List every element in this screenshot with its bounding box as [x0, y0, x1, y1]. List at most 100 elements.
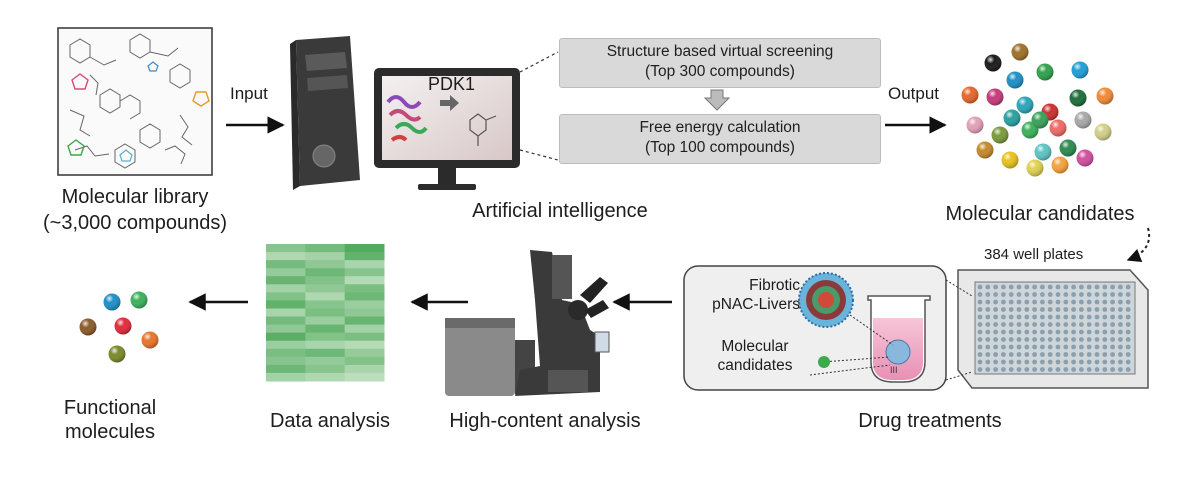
heatmap-cell — [344, 372, 385, 382]
heatmap-cell — [344, 332, 385, 342]
well — [1125, 344, 1131, 350]
well — [1040, 307, 1045, 312]
well — [1094, 292, 1100, 297]
virtual-screening-detail: (Top 300 compounds) — [645, 63, 795, 80]
functional-ball-shade — [130, 291, 148, 309]
right-arrow-icon — [440, 95, 459, 111]
well — [1102, 314, 1108, 320]
well — [1055, 322, 1061, 327]
well — [1110, 359, 1115, 365]
well — [1047, 284, 1053, 290]
well — [977, 329, 983, 335]
well — [1024, 359, 1030, 365]
well — [1086, 344, 1092, 350]
well — [1063, 352, 1069, 357]
well — [1086, 352, 1092, 357]
well — [1040, 367, 1045, 372]
input-label: Input — [230, 84, 268, 103]
well — [1055, 314, 1061, 320]
well — [1094, 337, 1100, 342]
well — [1094, 367, 1100, 372]
well — [985, 352, 991, 357]
well — [1032, 344, 1037, 350]
well — [1040, 284, 1045, 290]
heatmap-cell — [344, 276, 385, 285]
well — [1040, 344, 1045, 350]
well — [1118, 284, 1123, 290]
candidate-ball-shade — [1006, 71, 1024, 89]
heatmap-cell — [305, 356, 346, 366]
connector-dashed-top — [519, 51, 559, 73]
heatmap-cell — [344, 260, 385, 269]
well — [1032, 299, 1037, 305]
candidate-ball-shade — [1001, 151, 1019, 169]
functional-ball-shade — [114, 317, 132, 335]
well — [977, 314, 983, 320]
well — [977, 367, 983, 372]
well — [1094, 359, 1100, 365]
heatmap-cell — [344, 244, 385, 253]
well — [1016, 337, 1022, 342]
candidate-ball-shade — [1011, 43, 1029, 61]
heatmap-cell — [266, 348, 306, 358]
well — [1125, 322, 1131, 327]
well — [1001, 314, 1006, 320]
well — [993, 322, 998, 327]
well-plates-label: 384 well plates — [984, 246, 1084, 263]
well — [1016, 329, 1022, 335]
well — [1079, 284, 1084, 290]
well — [1063, 299, 1069, 305]
well — [993, 284, 998, 290]
well — [1102, 307, 1108, 312]
well — [985, 292, 991, 297]
well — [993, 307, 998, 312]
virtual-screening-title: Structure based virtual screening — [606, 43, 834, 60]
heatmap-cell — [305, 276, 346, 285]
well — [1001, 307, 1006, 312]
well — [1125, 314, 1131, 320]
well — [1079, 292, 1084, 297]
well — [1125, 307, 1131, 312]
well — [1040, 314, 1045, 320]
well — [1086, 367, 1092, 372]
well — [1094, 284, 1100, 290]
well — [1094, 299, 1100, 305]
well — [985, 299, 991, 305]
candidates-label-line2: candidates — [717, 357, 793, 374]
well — [1055, 329, 1061, 335]
microscope-icon — [445, 250, 610, 396]
well — [1008, 299, 1014, 305]
well — [1032, 284, 1037, 290]
well — [1102, 352, 1108, 357]
well — [1079, 367, 1084, 372]
well — [1118, 307, 1123, 312]
well — [1024, 352, 1030, 357]
well — [1047, 344, 1053, 350]
well — [1071, 307, 1076, 312]
well — [1086, 337, 1092, 342]
heatmap-cell — [344, 268, 385, 277]
well — [985, 344, 991, 350]
well — [977, 292, 983, 297]
well — [1118, 337, 1123, 342]
heatmap-cell — [266, 268, 306, 277]
candidate-ball-shade — [1026, 159, 1044, 177]
connector-plate-top — [945, 279, 973, 297]
well — [1079, 307, 1084, 312]
well — [1016, 322, 1022, 327]
well — [1110, 329, 1115, 335]
well — [1071, 352, 1076, 357]
well — [1040, 299, 1045, 305]
well — [1102, 292, 1108, 297]
well — [1118, 292, 1123, 297]
candidate-ball-shade — [1071, 61, 1089, 79]
well — [977, 337, 983, 342]
well — [1118, 322, 1123, 327]
functional-ball-shade — [108, 345, 126, 363]
candidate-dot-icon — [818, 356, 830, 368]
well — [1071, 359, 1076, 365]
well — [1063, 307, 1069, 312]
well — [1094, 344, 1100, 350]
well — [993, 292, 998, 297]
candidate-ball-shade — [1059, 139, 1077, 157]
